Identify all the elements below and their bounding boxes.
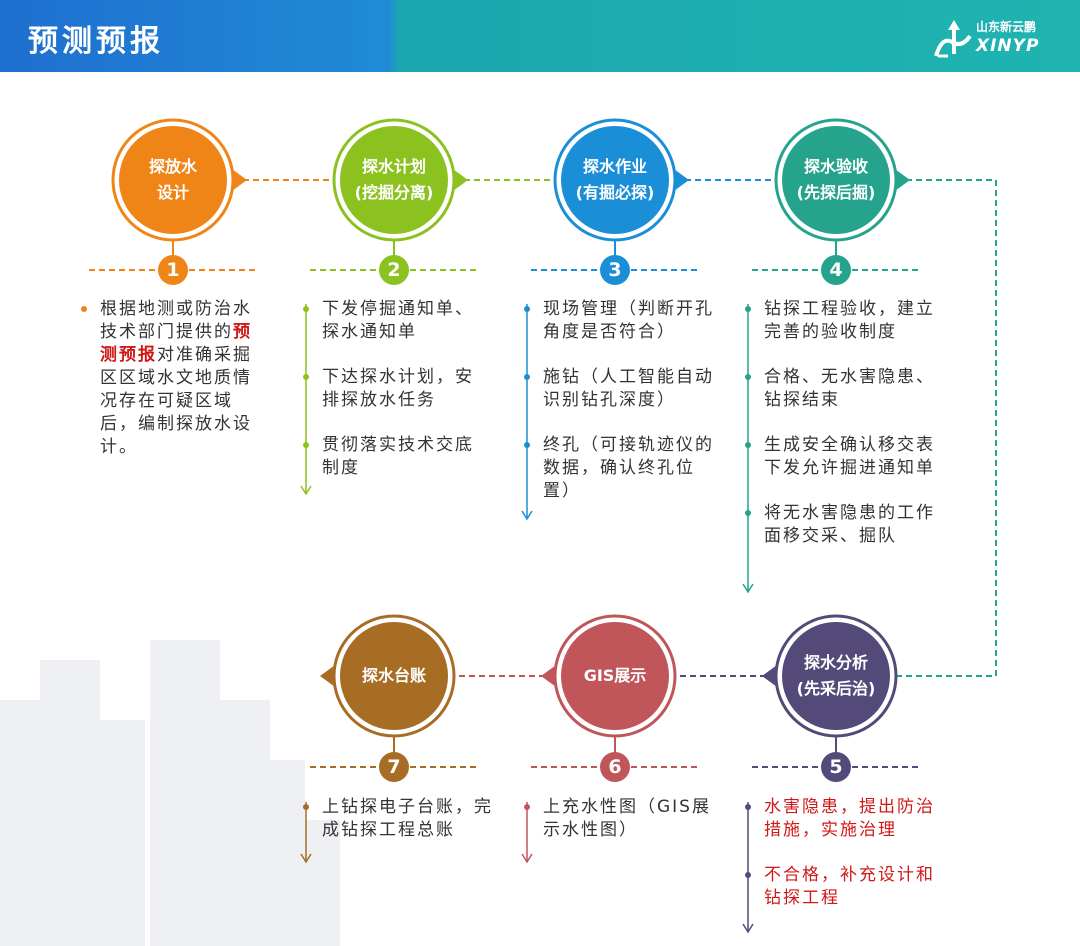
building-shape <box>265 760 305 946</box>
bullet-dot <box>524 442 530 448</box>
list-item: 下达探水计划，安排探放水任务 <box>322 366 490 412</box>
step-label-7: 探水台账 <box>334 663 454 689</box>
bullet-dot <box>745 306 751 312</box>
step-number-badge: 2 <box>379 255 409 285</box>
bullet-dot <box>745 872 751 878</box>
bullet-dot <box>303 306 309 312</box>
bullet-dot <box>745 374 751 380</box>
step-label-line2: 设计 <box>113 180 233 206</box>
item-text: 根据地测或防治水技术部门提供的 <box>100 299 252 342</box>
step-label-6: GIS展示 <box>555 663 675 689</box>
bullet-dot <box>524 804 530 810</box>
step-label-1: 探放水设计 <box>113 154 233 206</box>
step-label-line1: 探放水 <box>113 154 233 180</box>
list-item: 将无水害隐患的工作面移交采、掘队 <box>764 502 944 548</box>
step-number-badge: 3 <box>600 255 630 285</box>
bullet-dot <box>81 306 87 312</box>
bullet-dot <box>524 306 530 312</box>
building-shape <box>100 720 145 946</box>
list-item: 不合格，补充设计和钻探工程 <box>764 864 944 910</box>
list-item: 终孔（可接轨迹仪的数据，确认终孔位置） <box>543 434 723 503</box>
list-item: 下发停掘通知单、探水通知单 <box>322 298 490 344</box>
list-item: 合格、无水害隐患、钻探结束 <box>764 366 944 412</box>
step-label-2: 探水计划(挖掘分离) <box>334 154 454 206</box>
list-item: 生成安全确认移交表下发允许掘进通知单 <box>764 434 944 480</box>
list-item: 上钻探电子台账，完成钻探工程总账 <box>322 796 502 842</box>
step-label-line1: GIS展示 <box>555 663 675 689</box>
step-label-line1: 探水验收 <box>776 154 896 180</box>
step-number-badge: 6 <box>600 752 630 782</box>
step-label-5: 探水分析(先采后治) <box>776 650 896 702</box>
step-label-line2: (先采后治) <box>776 676 896 702</box>
step-label-line1: 探水作业 <box>555 154 675 180</box>
building-shape <box>40 660 100 946</box>
bullet-dot <box>745 510 751 516</box>
bullet-dot <box>745 442 751 448</box>
bullet-dot <box>524 374 530 380</box>
city-background <box>0 640 340 946</box>
step-label-line2: (挖掘分离) <box>334 180 454 206</box>
step-number-badge: 1 <box>158 255 188 285</box>
step-number-badge: 7 <box>379 752 409 782</box>
list-item: 根据地测或防治水技术部门提供的预测预报对准确采掘区区域水文地质情况存在可疑区域后… <box>100 298 258 459</box>
step-label-line2: (有掘必探) <box>555 180 675 206</box>
list-item: 钻探工程验收，建立完善的验收制度 <box>764 298 944 344</box>
step-label-4: 探水验收(先探后掘) <box>776 154 896 206</box>
building-shape <box>220 700 270 946</box>
step-number-badge: 5 <box>821 752 851 782</box>
step-label-line1: 探水台账 <box>334 663 454 689</box>
list-item: 上充水性图（GIS展示水性图） <box>543 796 723 842</box>
bullet-dot <box>303 804 309 810</box>
list-item: 现场管理（判断开孔角度是否符合） <box>543 298 723 344</box>
connector-line <box>896 180 996 676</box>
step-label-3: 探水作业(有掘必探) <box>555 154 675 206</box>
bullet-dot <box>303 442 309 448</box>
step-label-line1: 探水分析 <box>776 650 896 676</box>
step-label-line2: (先探后掘) <box>776 180 896 206</box>
list-item: 贯彻落实技术交底制度 <box>322 434 490 480</box>
bullet-dot <box>303 374 309 380</box>
list-item: 水害隐患，提出防治措施，实施治理 <box>764 796 944 842</box>
step-number-badge: 4 <box>821 255 851 285</box>
bullet-dot <box>745 804 751 810</box>
list-item: 施钻（人工智能自动识别钻孔深度） <box>543 366 723 412</box>
building-shape <box>150 640 220 946</box>
step-label-line1: 探水计划 <box>334 154 454 180</box>
